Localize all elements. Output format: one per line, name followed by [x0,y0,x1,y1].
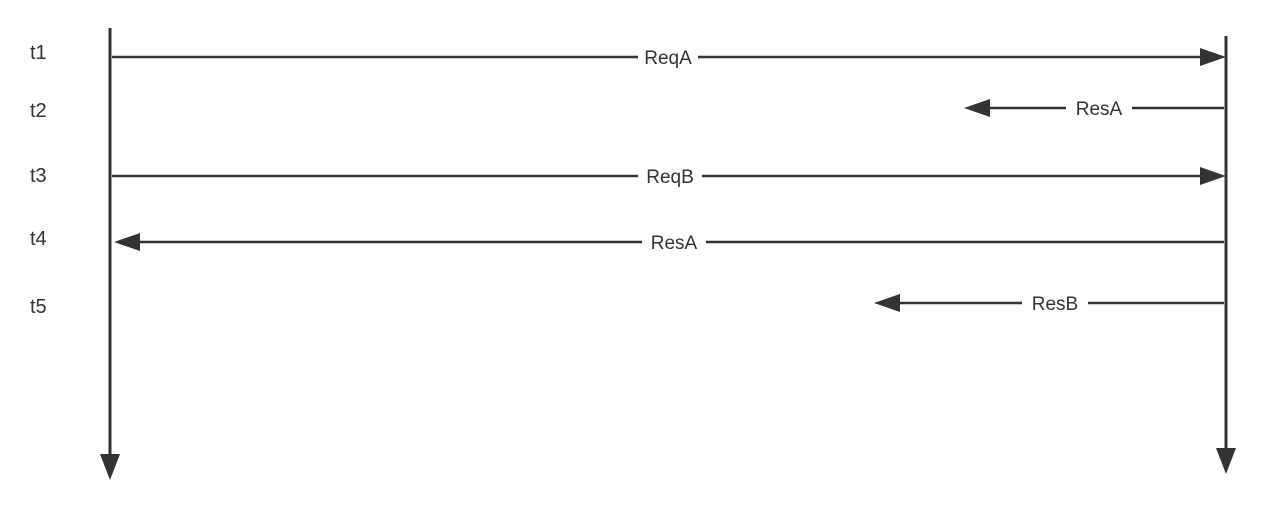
time-label-t5: t5 [30,296,47,318]
message-label-reqb: ReqB [646,167,694,188]
message-reqa: ReqA [112,48,1226,69]
message-label-resa-short: ResA [1076,99,1123,120]
time-label-t2: t2 [30,100,47,122]
arrowhead-left [874,294,900,312]
left-lifeline-arrowhead [100,454,120,480]
arrowhead-right [1200,48,1226,66]
arrowhead-left [114,233,140,251]
message-label-resb: ResB [1032,294,1078,315]
message-label-resa-long: ResA [651,233,698,254]
message-label-reqa: ReqA [644,48,692,69]
message-resa-long: ResA [114,233,1224,254]
right-lifeline-arrowhead [1216,448,1236,474]
time-label-t4: t4 [30,228,47,250]
arrowhead-left [964,99,990,117]
message-resa-short: ResA [964,99,1224,120]
left-lifeline [100,28,120,480]
arrowhead-right [1200,167,1226,185]
time-label-t1: t1 [30,42,47,64]
message-reqb: ReqB [112,167,1226,188]
right-lifeline [1216,36,1236,474]
message-resb: ResB [874,294,1224,315]
time-label-t3: t3 [30,165,47,187]
